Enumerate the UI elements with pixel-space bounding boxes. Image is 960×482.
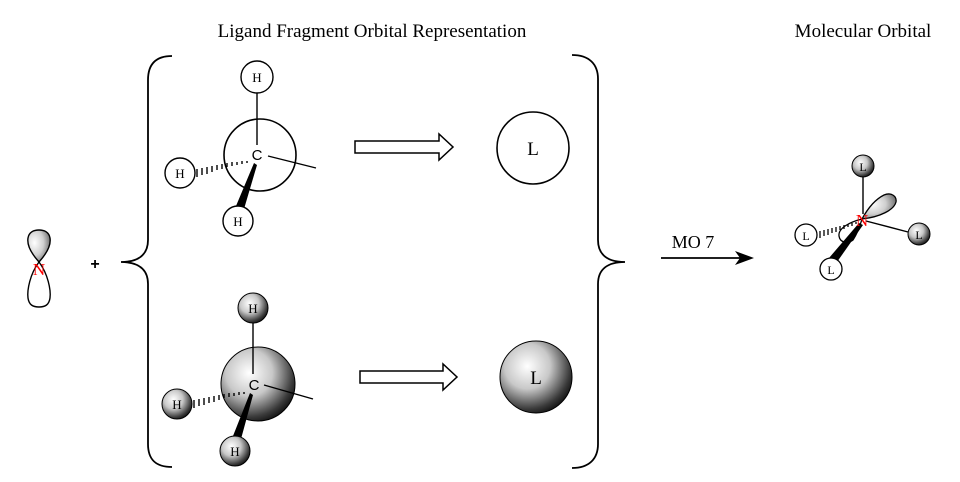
arrow-head bbox=[735, 251, 754, 265]
reaction-arrow: MO 7 bbox=[661, 232, 754, 265]
ligand-label: L bbox=[527, 139, 539, 160]
ligand-orbital-bottom: L bbox=[499, 340, 573, 414]
hydrogen-atom-left bbox=[161, 388, 193, 420]
methyl-fragment-bottom: C H H H bbox=[161, 292, 314, 467]
wedge-bond-down bbox=[236, 163, 257, 209]
mo-nitrogen-label: N bbox=[856, 211, 868, 230]
left-brace bbox=[120, 55, 173, 468]
hashed-bond-left bbox=[196, 161, 248, 177]
orbital-lobe-shaded bbox=[27, 229, 51, 264]
hydrogen-atom-bottom bbox=[219, 435, 251, 467]
hydrogen-atom-top bbox=[240, 60, 274, 94]
hollow-arrow-top bbox=[354, 132, 455, 162]
ligand-label: L bbox=[827, 263, 834, 277]
bond-right bbox=[267, 155, 317, 169]
molecular-orbital-structure: N L L L L bbox=[794, 154, 931, 281]
ligand-circle-unshaded bbox=[496, 111, 570, 185]
hydrogen-label: H bbox=[172, 397, 181, 412]
hydrogen-label: H bbox=[233, 214, 242, 229]
nitrogen-p-orbital: N bbox=[27, 229, 51, 308]
hydrogen-atom-bottom bbox=[222, 205, 254, 237]
hydrogen-atom-left bbox=[164, 157, 196, 189]
ligand-fragment-title: Ligand Fragment Orbital Representation bbox=[218, 21, 527, 42]
hydrogen-label: H bbox=[230, 444, 239, 459]
hydrogen-atom-top bbox=[237, 292, 269, 324]
orbital-lobe-large bbox=[860, 193, 897, 220]
bond-right bbox=[263, 384, 314, 400]
carbon-label: C bbox=[252, 147, 263, 164]
wedge-bond-down bbox=[233, 393, 253, 439]
hydrogen-label: H bbox=[252, 70, 261, 85]
hydrogen-label: H bbox=[175, 166, 184, 181]
carbon-label: C bbox=[249, 377, 260, 394]
hashed-bond-left bbox=[193, 392, 245, 408]
ligand-front-unshaded bbox=[819, 257, 843, 281]
hashed-bond-left bbox=[819, 222, 857, 238]
ligand-label: L bbox=[915, 228, 922, 242]
nitrogen-label: N bbox=[33, 260, 45, 279]
ligand-right-shaded bbox=[907, 222, 931, 246]
reaction-arrow-label: MO 7 bbox=[672, 232, 715, 252]
ligand-label: L bbox=[859, 160, 866, 174]
bond-right bbox=[865, 220, 909, 233]
right-brace bbox=[571, 54, 626, 469]
hollow-arrow-bottom bbox=[359, 362, 459, 392]
carbon-label-bg bbox=[250, 146, 264, 162]
ligand-label: L bbox=[802, 229, 809, 243]
orbital-lobe-unshaded bbox=[27, 260, 51, 308]
ligand-orbital-top: L bbox=[496, 111, 570, 185]
hydrogen-label: H bbox=[248, 301, 257, 316]
plus-sign: + bbox=[90, 256, 99, 273]
carbon-orbital-sphere bbox=[220, 346, 296, 422]
ligand-sphere-shaded bbox=[499, 340, 573, 414]
wedge-bond-front bbox=[829, 223, 863, 262]
molecular-orbital-title: Molecular Orbital bbox=[795, 21, 932, 42]
ligand-left-unshaded bbox=[794, 223, 818, 247]
methyl-fragment-top: C H H H bbox=[164, 60, 317, 237]
ligand-top-shaded bbox=[851, 154, 875, 178]
ligand-label: L bbox=[530, 368, 542, 389]
